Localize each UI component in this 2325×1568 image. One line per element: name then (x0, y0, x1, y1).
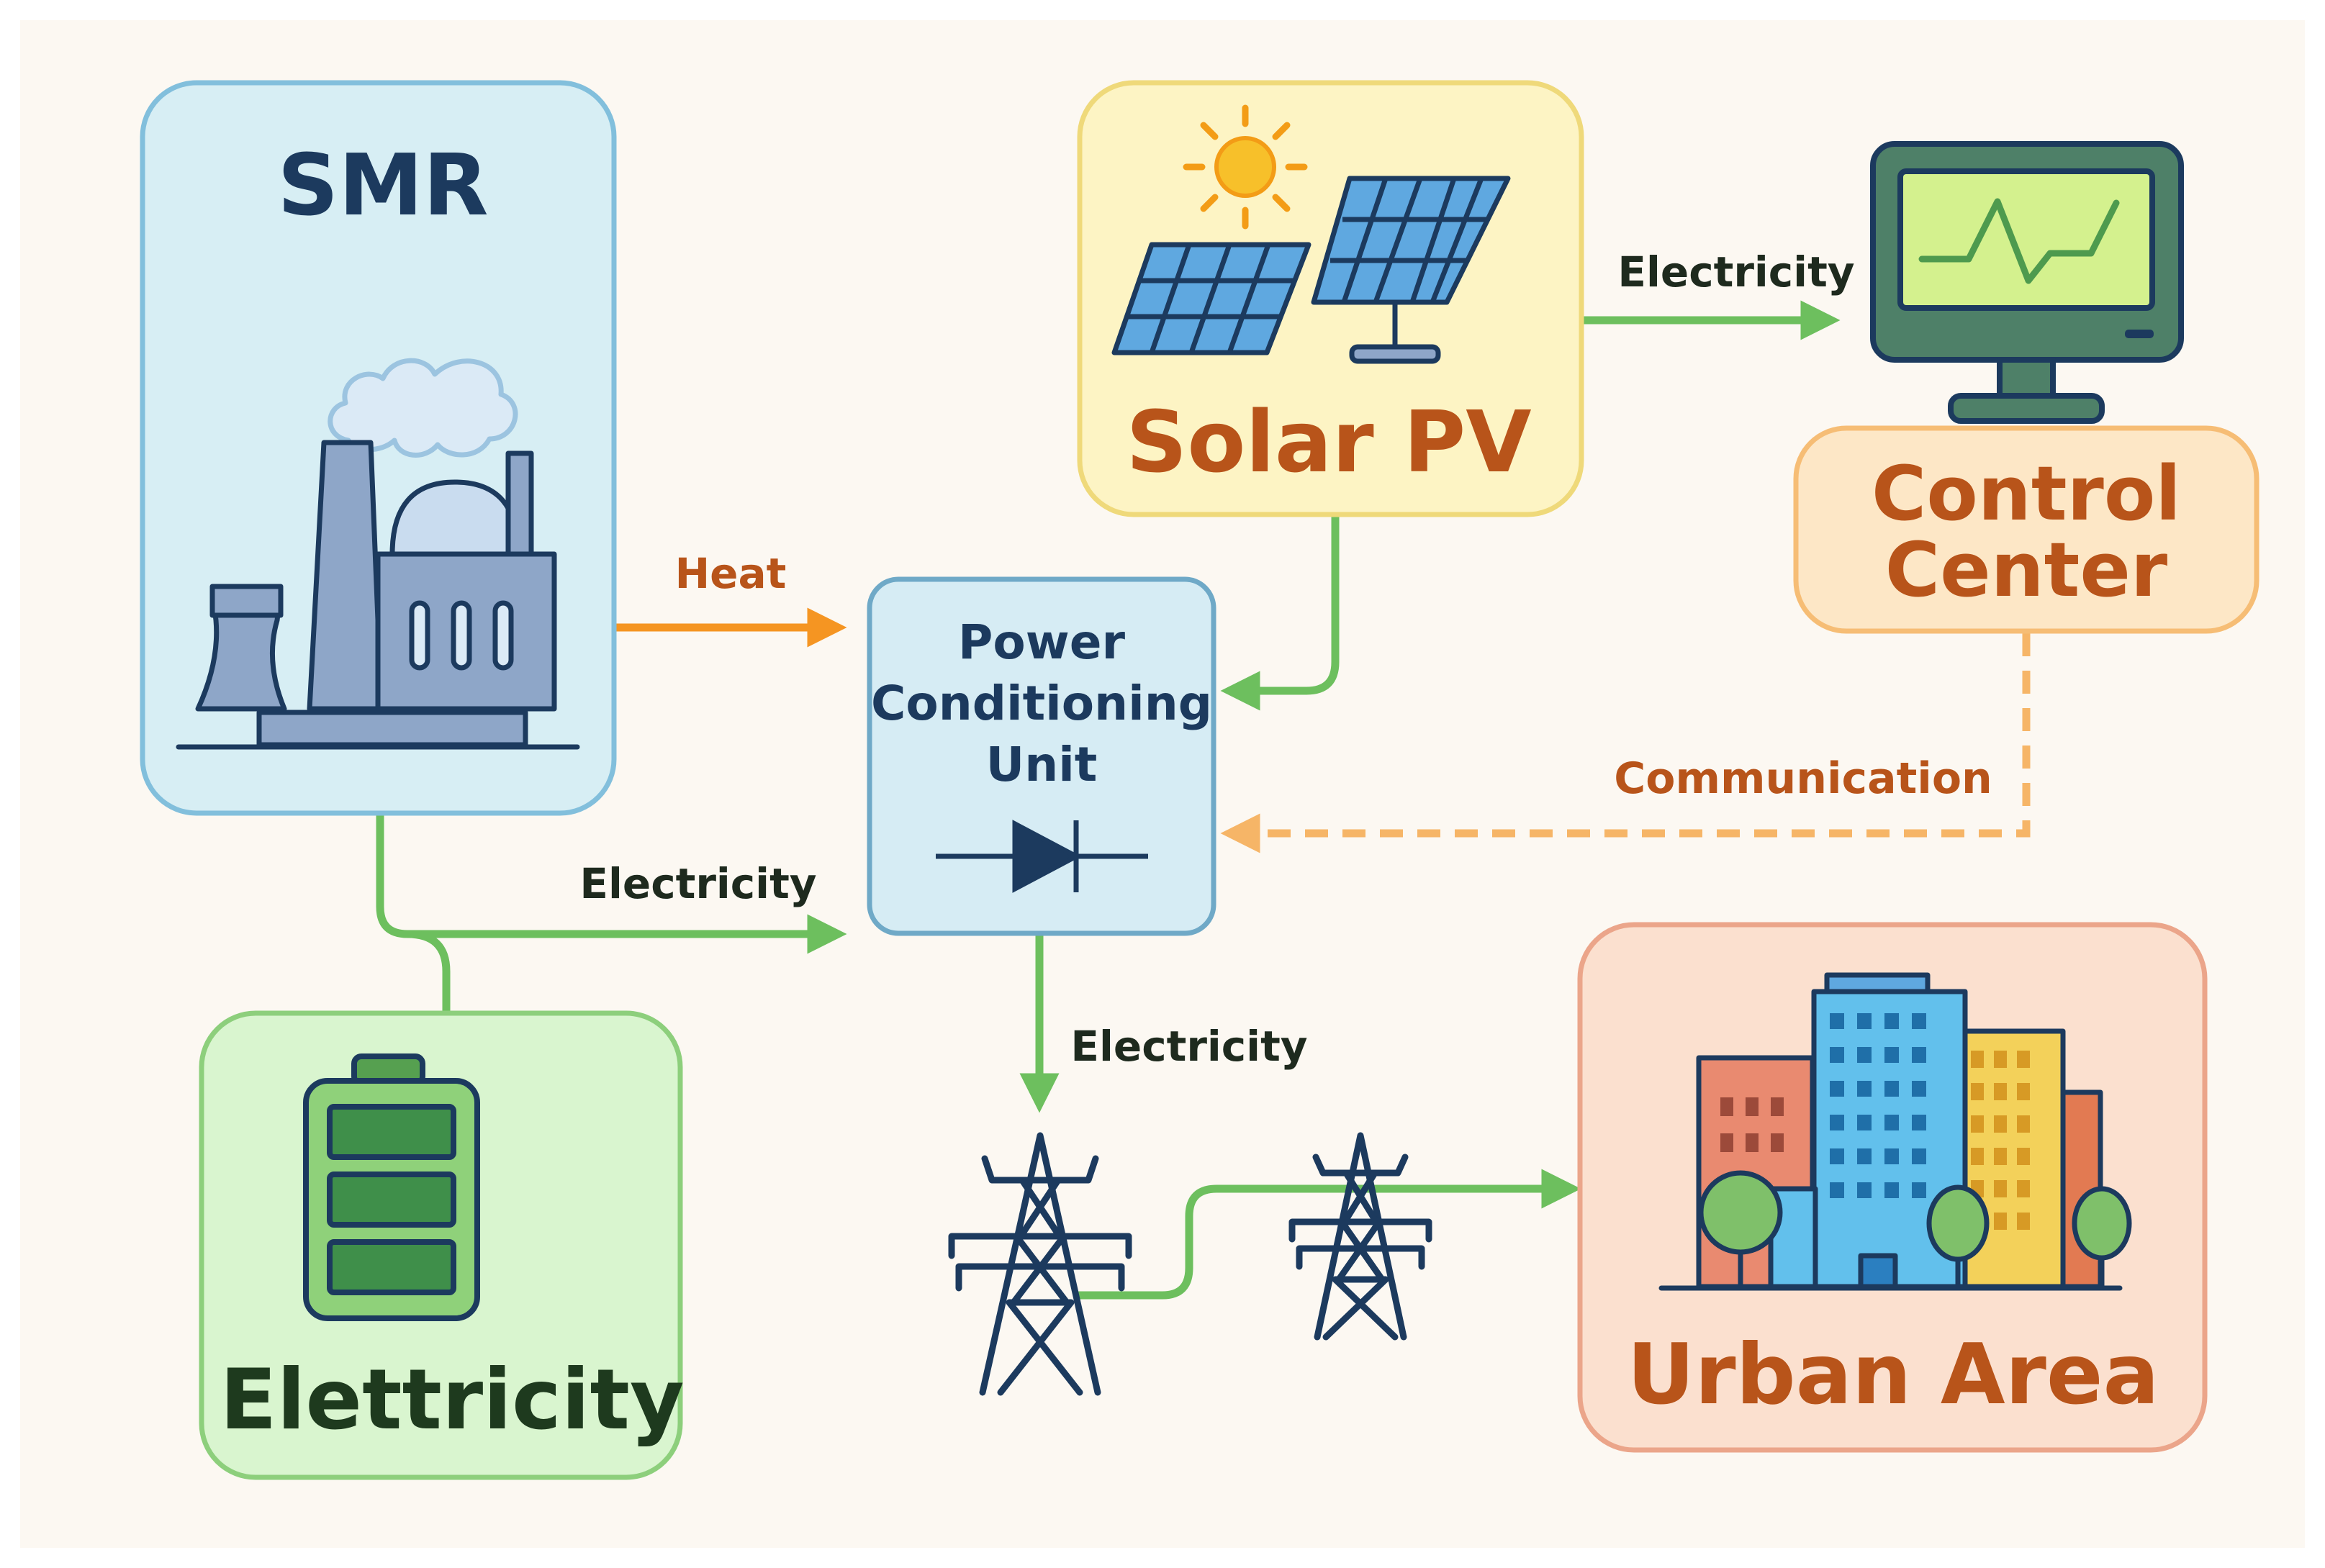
city-buildings-icon (1658, 972, 2132, 1291)
pcu-electricity-label: Electricity (1070, 1022, 1307, 1071)
control-center-title-line1: Control (1872, 450, 2181, 538)
pcu-title-line3: Unit (986, 737, 1098, 792)
solar-title: Solar PV (1126, 392, 1531, 491)
pcu-title-line2: Conditioning (871, 676, 1212, 731)
nuclear-plant-icon (176, 358, 580, 750)
sun-icon (1183, 104, 1308, 230)
storage-node: Elettricity (199, 1010, 685, 1480)
solar-panel-icon (1111, 176, 1511, 364)
smr-title: SMR (277, 135, 488, 235)
urban-area-title: Urban Area (1627, 1326, 2159, 1423)
control-center-title-line2: Center (1885, 526, 2167, 614)
control-center-node: Control Center (1793, 141, 2259, 634)
pcu-title-line1: Power (958, 615, 1125, 670)
solar-to-pcu-arrow (1220, 517, 1340, 711)
diode-icon (936, 820, 1148, 893)
control-center-box (1793, 425, 2259, 634)
monitor-icon (1870, 141, 2184, 424)
heat-label: Heat (675, 549, 787, 598)
solar-node: Solar PV (1077, 80, 1584, 517)
storage-link-line (407, 930, 451, 1015)
battery-icon (303, 1053, 480, 1321)
pcu-node: Power Conditioning Unit (867, 576, 1216, 936)
urban-area-node: Urban Area (1577, 922, 2208, 1453)
storage-title: Elettricity (220, 1351, 684, 1449)
smr-electricity-arrow (376, 813, 847, 954)
connectors (376, 300, 2031, 1300)
communication-arrow (1220, 633, 2031, 853)
smr-node: SMR (140, 80, 617, 816)
communication-label: Communication (1614, 753, 1992, 804)
pcu-box (867, 576, 1216, 936)
solar-electricity-label: Electricity (1617, 248, 1854, 296)
smr-electricity-label: Electricity (579, 859, 816, 908)
grid-to-urban-arrow (1076, 1169, 1581, 1300)
transmission-tower-icon (948, 1132, 1432, 1396)
